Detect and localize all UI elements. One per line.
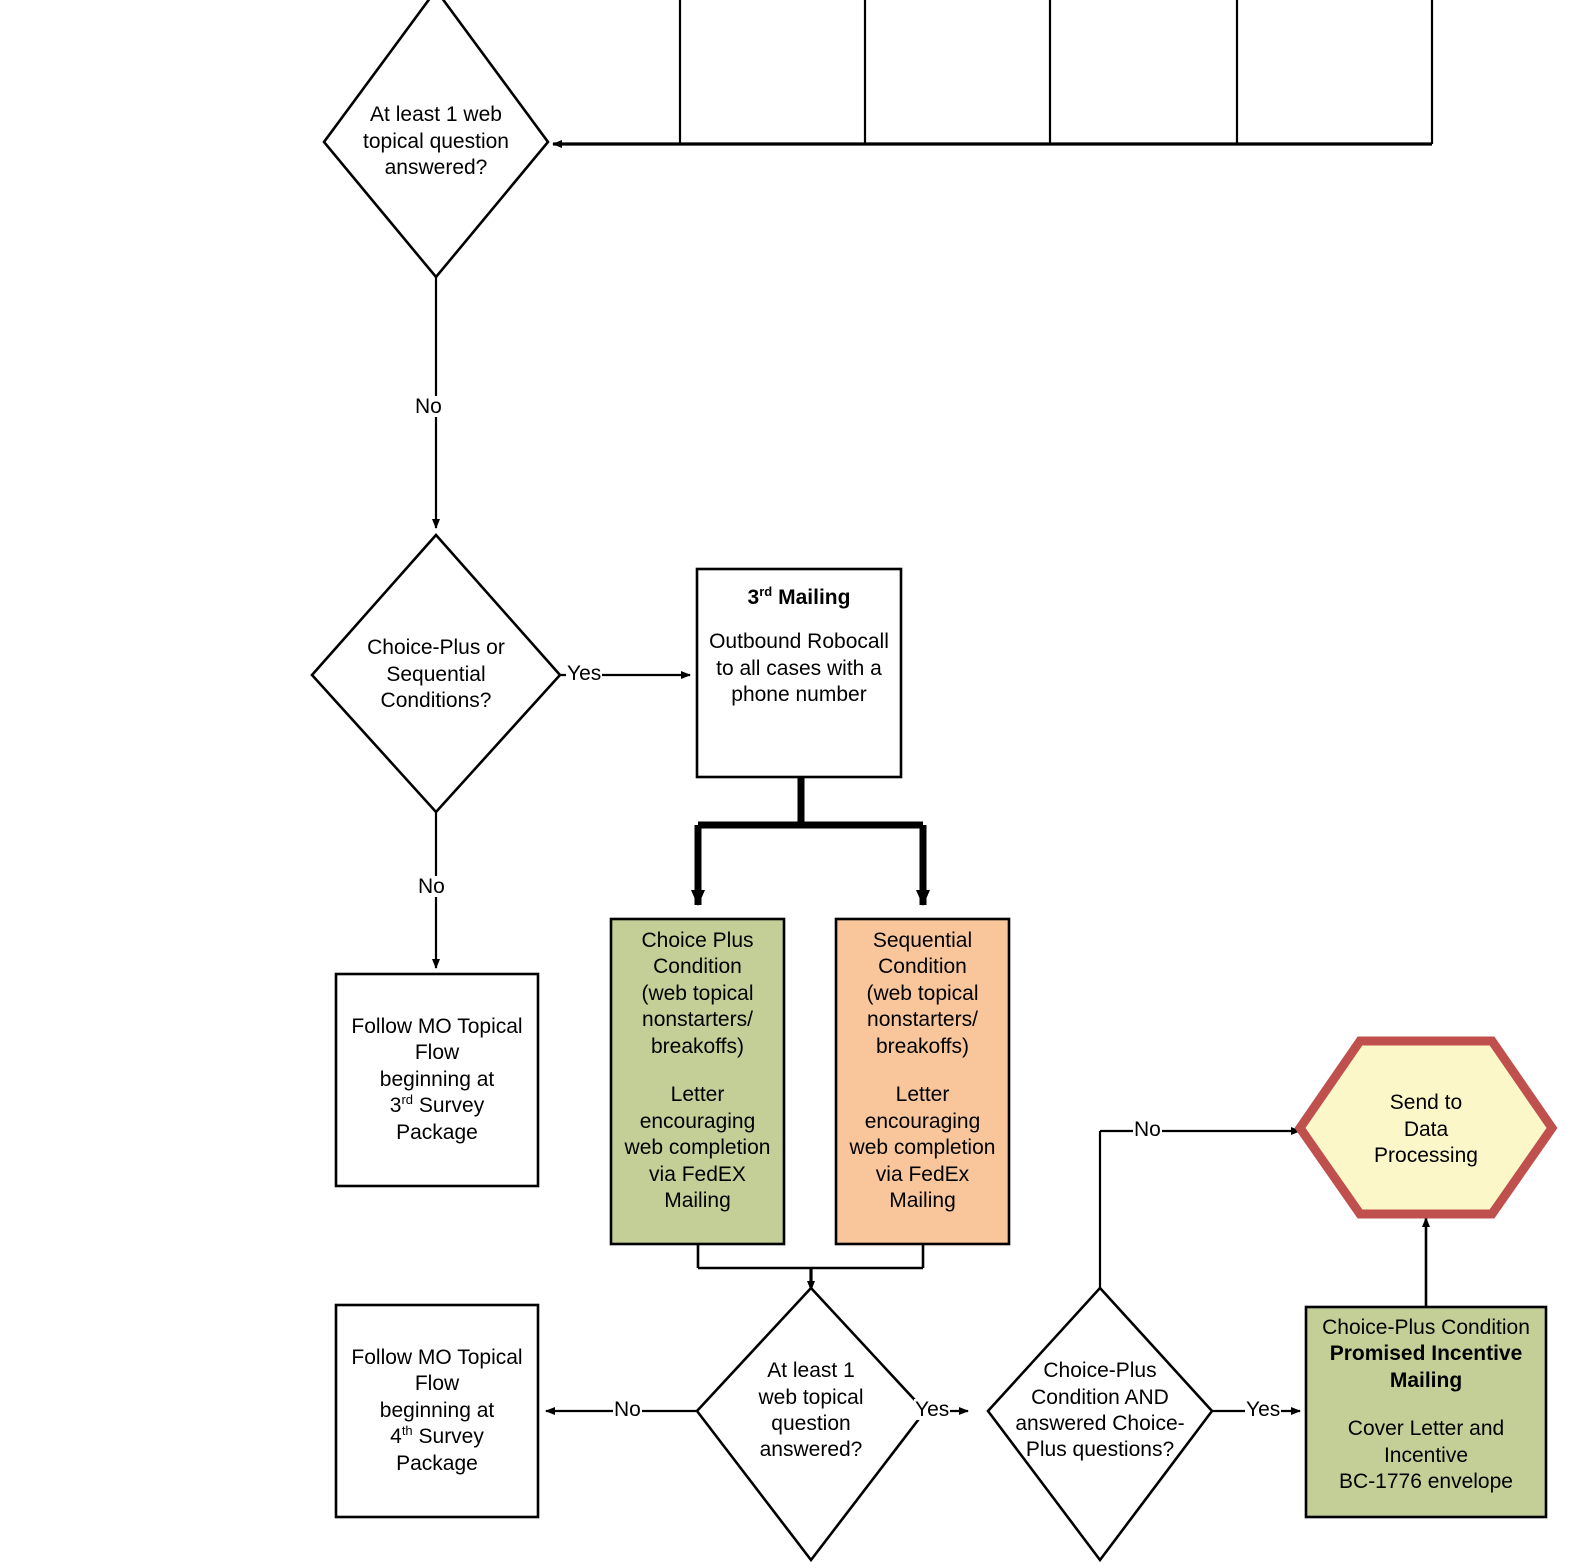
edge-cpa-no [1098,1127,1301,1288]
edge-label-cpa-no: No [1133,1118,1162,1141]
process-promised-incentive-shape [1304,1305,1548,1519]
decision-web-topical-q1-shape [322,0,550,280]
edge-third-mailing-split [691,777,930,906]
edge-label-cpa-yes: Yes [1245,1398,1282,1421]
top-incoming-lines [552,0,1434,148]
edge-label-cps-no: No [417,875,446,898]
edge-conditions-merge [696,1244,925,1291]
edge-label-q2-no: No [613,1398,642,1421]
process-follow-mo-4th-shape [334,1303,540,1519]
decision-web-topical-q2-shape [695,1286,927,1563]
terminator-send-to-data-processing-shape [1294,1036,1558,1219]
edge-label-q2-yes: Yes [914,1398,951,1421]
process-sequential-condition-shape [834,917,1011,1246]
edge-label-q1-no: No [414,395,443,418]
edge-label-cps-yes: Yes [566,662,603,685]
process-choice-plus-condition-shape [609,917,786,1246]
process-third-mailing-shape [695,567,903,779]
decision-choice-plus-and-answered-shape [986,1286,1214,1563]
process-follow-mo-3rd-shape [334,972,540,1188]
decision-choice-plus-or-sequential-shape [310,533,562,814]
